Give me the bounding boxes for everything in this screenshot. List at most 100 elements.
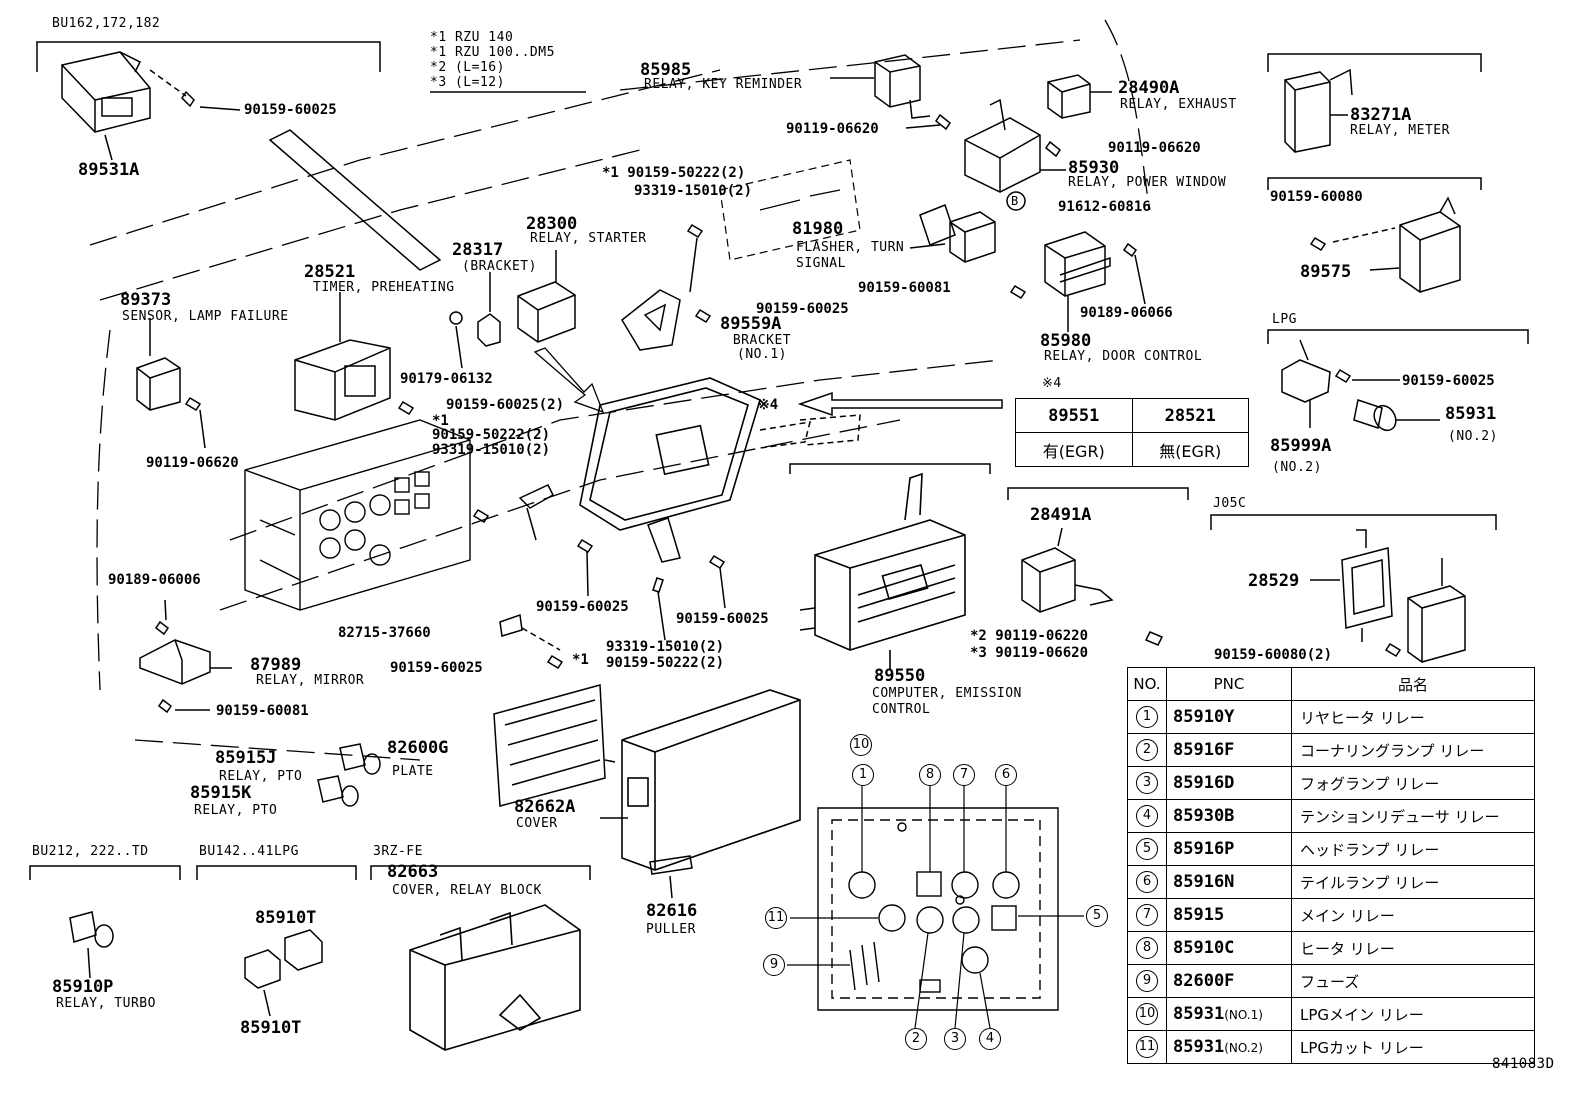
marker: ※4 bbox=[758, 397, 779, 413]
pnc-code: 85916D bbox=[1173, 773, 1235, 793]
part-85915j-drawing bbox=[339, 743, 381, 775]
part-number: 82600G bbox=[387, 738, 449, 758]
pnc-row-pnc: 85916F bbox=[1166, 733, 1292, 767]
bolt-number: 90159-60025 bbox=[756, 301, 849, 317]
pnc-row-pnc: 82600F bbox=[1166, 964, 1292, 998]
relay-position-callout: 11 bbox=[765, 907, 787, 929]
group-label-bu162: BU162,172,182 bbox=[52, 16, 161, 31]
part-number: 83271A bbox=[1350, 105, 1412, 125]
part-89550-drawing bbox=[799, 472, 966, 670]
pnc-row-pnc: 85910Y bbox=[1166, 700, 1292, 734]
row-number-circle: 8 bbox=[1136, 937, 1158, 959]
part-28491a-drawing bbox=[1021, 527, 1114, 613]
bolt-number: 90119-06620 bbox=[146, 455, 239, 471]
pnc-header-no: NO. bbox=[1127, 667, 1167, 701]
part-85985-drawing bbox=[830, 54, 931, 119]
bolt-number: *1 90159-50222(2) bbox=[602, 165, 746, 181]
row-number-circle: 11 bbox=[1136, 1036, 1158, 1058]
part-description: RELAY, TURBO bbox=[56, 996, 156, 1011]
part-description: (NO.2) bbox=[1272, 460, 1322, 475]
pnc-row-name: コーナリングランプ リレー bbox=[1291, 733, 1535, 767]
row-number-circle: 4 bbox=[1136, 805, 1158, 827]
part-description: PULLER bbox=[646, 922, 696, 937]
part-85999a-drawing bbox=[1281, 339, 1331, 428]
relay-block-drawing bbox=[817, 807, 1059, 1011]
part-number: 28317 bbox=[452, 240, 504, 260]
part-number: 90159-60025 bbox=[244, 102, 337, 118]
group-label-lpg: LPG bbox=[1272, 312, 1297, 327]
pnc-row-no: 2 bbox=[1127, 733, 1167, 767]
note-line: *3 (L=12) bbox=[430, 75, 505, 90]
bracket-bu142 bbox=[196, 865, 357, 880]
part-description: RELAY, MIRROR bbox=[256, 673, 365, 688]
part-description: RELAY, EXHAUST bbox=[1120, 97, 1237, 112]
bolt-number: 90159-60081 bbox=[858, 280, 951, 296]
part-description: COMPUTER, EMISSION CONTROL bbox=[872, 686, 1022, 717]
pnc-row-name: フォグランプ リレー bbox=[1291, 766, 1535, 800]
bolt-number: *2 90119-06220 bbox=[970, 628, 1089, 644]
part-description: (BRACKET) bbox=[462, 259, 537, 274]
group-label-bu142: BU142..41LPG bbox=[199, 844, 299, 859]
part-description: FLASHER, TURN SIGNAL bbox=[796, 240, 905, 271]
relay-position-callout: 10 bbox=[850, 734, 872, 756]
pnc-row-no: 3 bbox=[1127, 766, 1167, 800]
bolt-number: 90159-50222(2) bbox=[432, 427, 551, 443]
part-number: 85985 bbox=[640, 60, 692, 80]
pnc-code: 85916P bbox=[1173, 839, 1235, 859]
part-28529-drawing bbox=[1310, 529, 1393, 642]
pnc-row-name: フューズ bbox=[1291, 964, 1535, 998]
part-number: 89531A bbox=[78, 160, 140, 180]
part-description: TIMER, PREHEATING bbox=[313, 280, 455, 295]
relay-position-callout: 7 bbox=[953, 764, 975, 786]
part-number: 85915J bbox=[215, 748, 277, 768]
pnc-row-name: リヤヒータ リレー bbox=[1291, 700, 1535, 734]
bolt-number: 90159-60025 bbox=[390, 660, 483, 676]
bolt-number: 90179-06132 bbox=[400, 371, 493, 387]
pnc-row-pnc: 85916D bbox=[1166, 766, 1292, 800]
bolt-85985 bbox=[934, 113, 952, 131]
bolt-number: 82715-37660 bbox=[338, 625, 431, 641]
part-28521-j05c-drawing bbox=[1407, 558, 1466, 663]
part-description: RELAY, POWER WINDOW bbox=[1068, 175, 1227, 190]
part-description: RELAY, PTO bbox=[194, 803, 278, 818]
pnc-row-name: テイルランプ リレー bbox=[1291, 865, 1535, 899]
bracket-28491a bbox=[1007, 487, 1189, 500]
relay-position-callout: 4 bbox=[979, 1028, 1001, 1050]
ecu-drawing bbox=[579, 377, 761, 531]
pnc-row-name: LPGメイン リレー bbox=[1291, 997, 1535, 1031]
bolt-number: 90189-06066 bbox=[1080, 305, 1173, 321]
pnc-row-pnc: 85930B bbox=[1166, 799, 1292, 833]
bracket-bu162 bbox=[36, 41, 381, 72]
part-82616-drawing bbox=[649, 855, 693, 899]
part-number: 85980 bbox=[1040, 331, 1092, 351]
part-number: 81980 bbox=[792, 219, 844, 239]
group-label-3rzfe: 3RZ-FE bbox=[373, 844, 423, 859]
part-description: RELAY, DOOR CONTROL bbox=[1044, 349, 1203, 364]
relay-position-callout: 1 bbox=[852, 764, 874, 786]
part-description: BRACKET (NO.1) bbox=[732, 333, 792, 363]
pnc-row: 3 85916D フォグランプ リレー bbox=[1127, 766, 1535, 800]
pnc-header-name: 品名 bbox=[1291, 667, 1535, 701]
bolt-number: 91612-60816 bbox=[1058, 199, 1151, 215]
part-85910t-drawing bbox=[244, 929, 323, 1017]
row-number-circle: 1 bbox=[1136, 706, 1158, 728]
pnc-row-no: 1 bbox=[1127, 700, 1167, 734]
part-number: 89575 bbox=[1300, 262, 1352, 282]
part-number: 85910P bbox=[52, 977, 114, 997]
relay-position-callout: 6 bbox=[995, 764, 1017, 786]
part-87989-drawing bbox=[139, 639, 232, 685]
part-28300-drawing bbox=[517, 250, 576, 343]
part-description: COVER bbox=[516, 816, 558, 831]
part-85910p-drawing bbox=[69, 911, 114, 979]
row-number-circle: 7 bbox=[1136, 904, 1158, 926]
pnc-row-no: 6 bbox=[1127, 865, 1167, 899]
bolt-number: 90189-06006 bbox=[108, 572, 201, 588]
relay-position-callout: 9 bbox=[763, 954, 785, 976]
pnc-code: 85931 bbox=[1173, 1004, 1225, 1024]
part-description: RELAY, PTO bbox=[219, 769, 303, 784]
